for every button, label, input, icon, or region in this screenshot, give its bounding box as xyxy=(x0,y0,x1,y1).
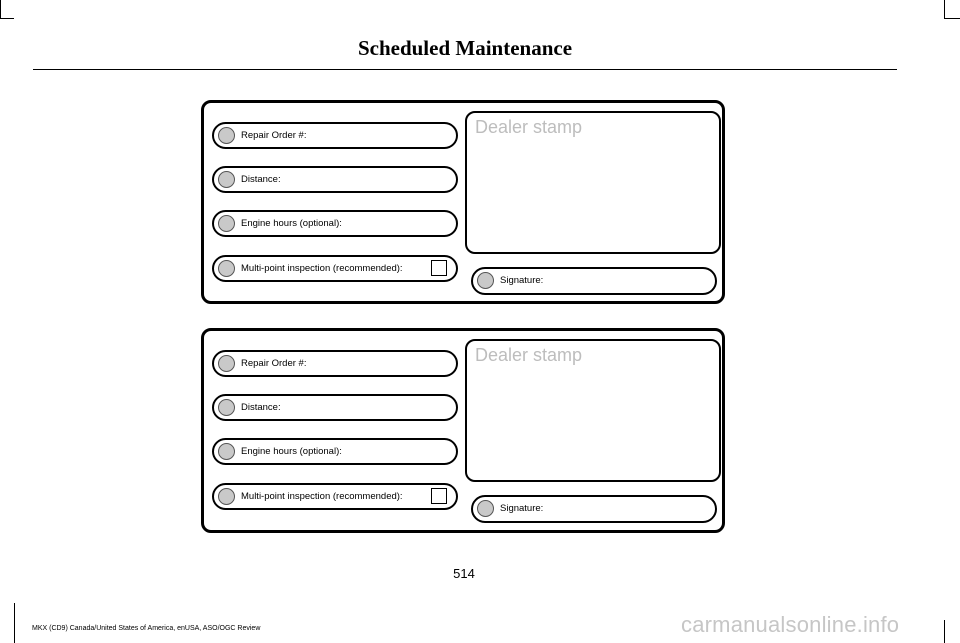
circle-icon xyxy=(477,500,494,517)
signature-label: Signature: xyxy=(500,275,544,286)
distance-field: Distance: xyxy=(212,394,458,421)
circle-icon xyxy=(218,355,235,372)
circle-icon xyxy=(218,399,235,416)
page-number: 514 xyxy=(453,566,475,581)
dealer-stamp-label: Dealer stamp xyxy=(475,345,583,365)
dealer-stamp-box: Dealer stamp xyxy=(465,111,721,254)
circle-icon xyxy=(218,260,235,277)
document-info: MKX (CD9) Canada/United States of Americ… xyxy=(32,625,261,632)
engine-hours-label: Engine hours (optional): xyxy=(241,446,342,457)
distance-label: Distance: xyxy=(241,174,281,185)
crop-mark-top-left xyxy=(0,0,1,18)
circle-icon xyxy=(218,488,235,505)
crop-mark-top-right xyxy=(944,0,945,18)
crop-mark-top-right xyxy=(944,18,960,19)
inspection-field: Multi-point inspection (recommended): xyxy=(212,255,458,282)
dealer-stamp-box: Dealer stamp xyxy=(465,339,721,482)
inspection-label: Multi-point inspection (recommended): xyxy=(241,263,403,274)
crop-mark-bottom-right xyxy=(944,620,945,643)
repair-order-label: Repair Order #: xyxy=(241,358,307,369)
watermark: carmanualsonline.info xyxy=(681,612,900,637)
engine-hours-field: Engine hours (optional): xyxy=(212,210,458,237)
distance-label: Distance: xyxy=(241,402,281,413)
inspection-checkbox xyxy=(431,260,447,276)
page-title: Scheduled Maintenance xyxy=(357,36,573,60)
circle-icon xyxy=(218,443,235,460)
crop-mark-top-left xyxy=(0,18,14,19)
title-divider xyxy=(33,69,897,70)
repair-order-field: Repair Order #: xyxy=(212,122,458,149)
inspection-field: Multi-point inspection (recommended): xyxy=(212,483,458,510)
inspection-label: Multi-point inspection (recommended): xyxy=(241,491,403,502)
crop-mark-bottom-left xyxy=(14,603,15,643)
maintenance-record-card: Repair Order #: Distance: Engine hours (… xyxy=(201,328,725,533)
signature-field: Signature: xyxy=(471,267,717,295)
engine-hours-field: Engine hours (optional): xyxy=(212,438,458,465)
repair-order-label: Repair Order #: xyxy=(241,130,307,141)
circle-icon xyxy=(218,215,235,232)
distance-field: Distance: xyxy=(212,166,458,193)
maintenance-record-card: Repair Order #: Distance: Engine hours (… xyxy=(201,100,725,304)
dealer-stamp-label: Dealer stamp xyxy=(475,117,583,137)
engine-hours-label: Engine hours (optional): xyxy=(241,218,342,229)
repair-order-field: Repair Order #: xyxy=(212,350,458,377)
signature-label: Signature: xyxy=(500,503,544,514)
inspection-checkbox xyxy=(431,488,447,504)
signature-field: Signature: xyxy=(471,495,717,523)
circle-icon xyxy=(477,272,494,289)
circle-icon xyxy=(218,127,235,144)
circle-icon xyxy=(218,171,235,188)
